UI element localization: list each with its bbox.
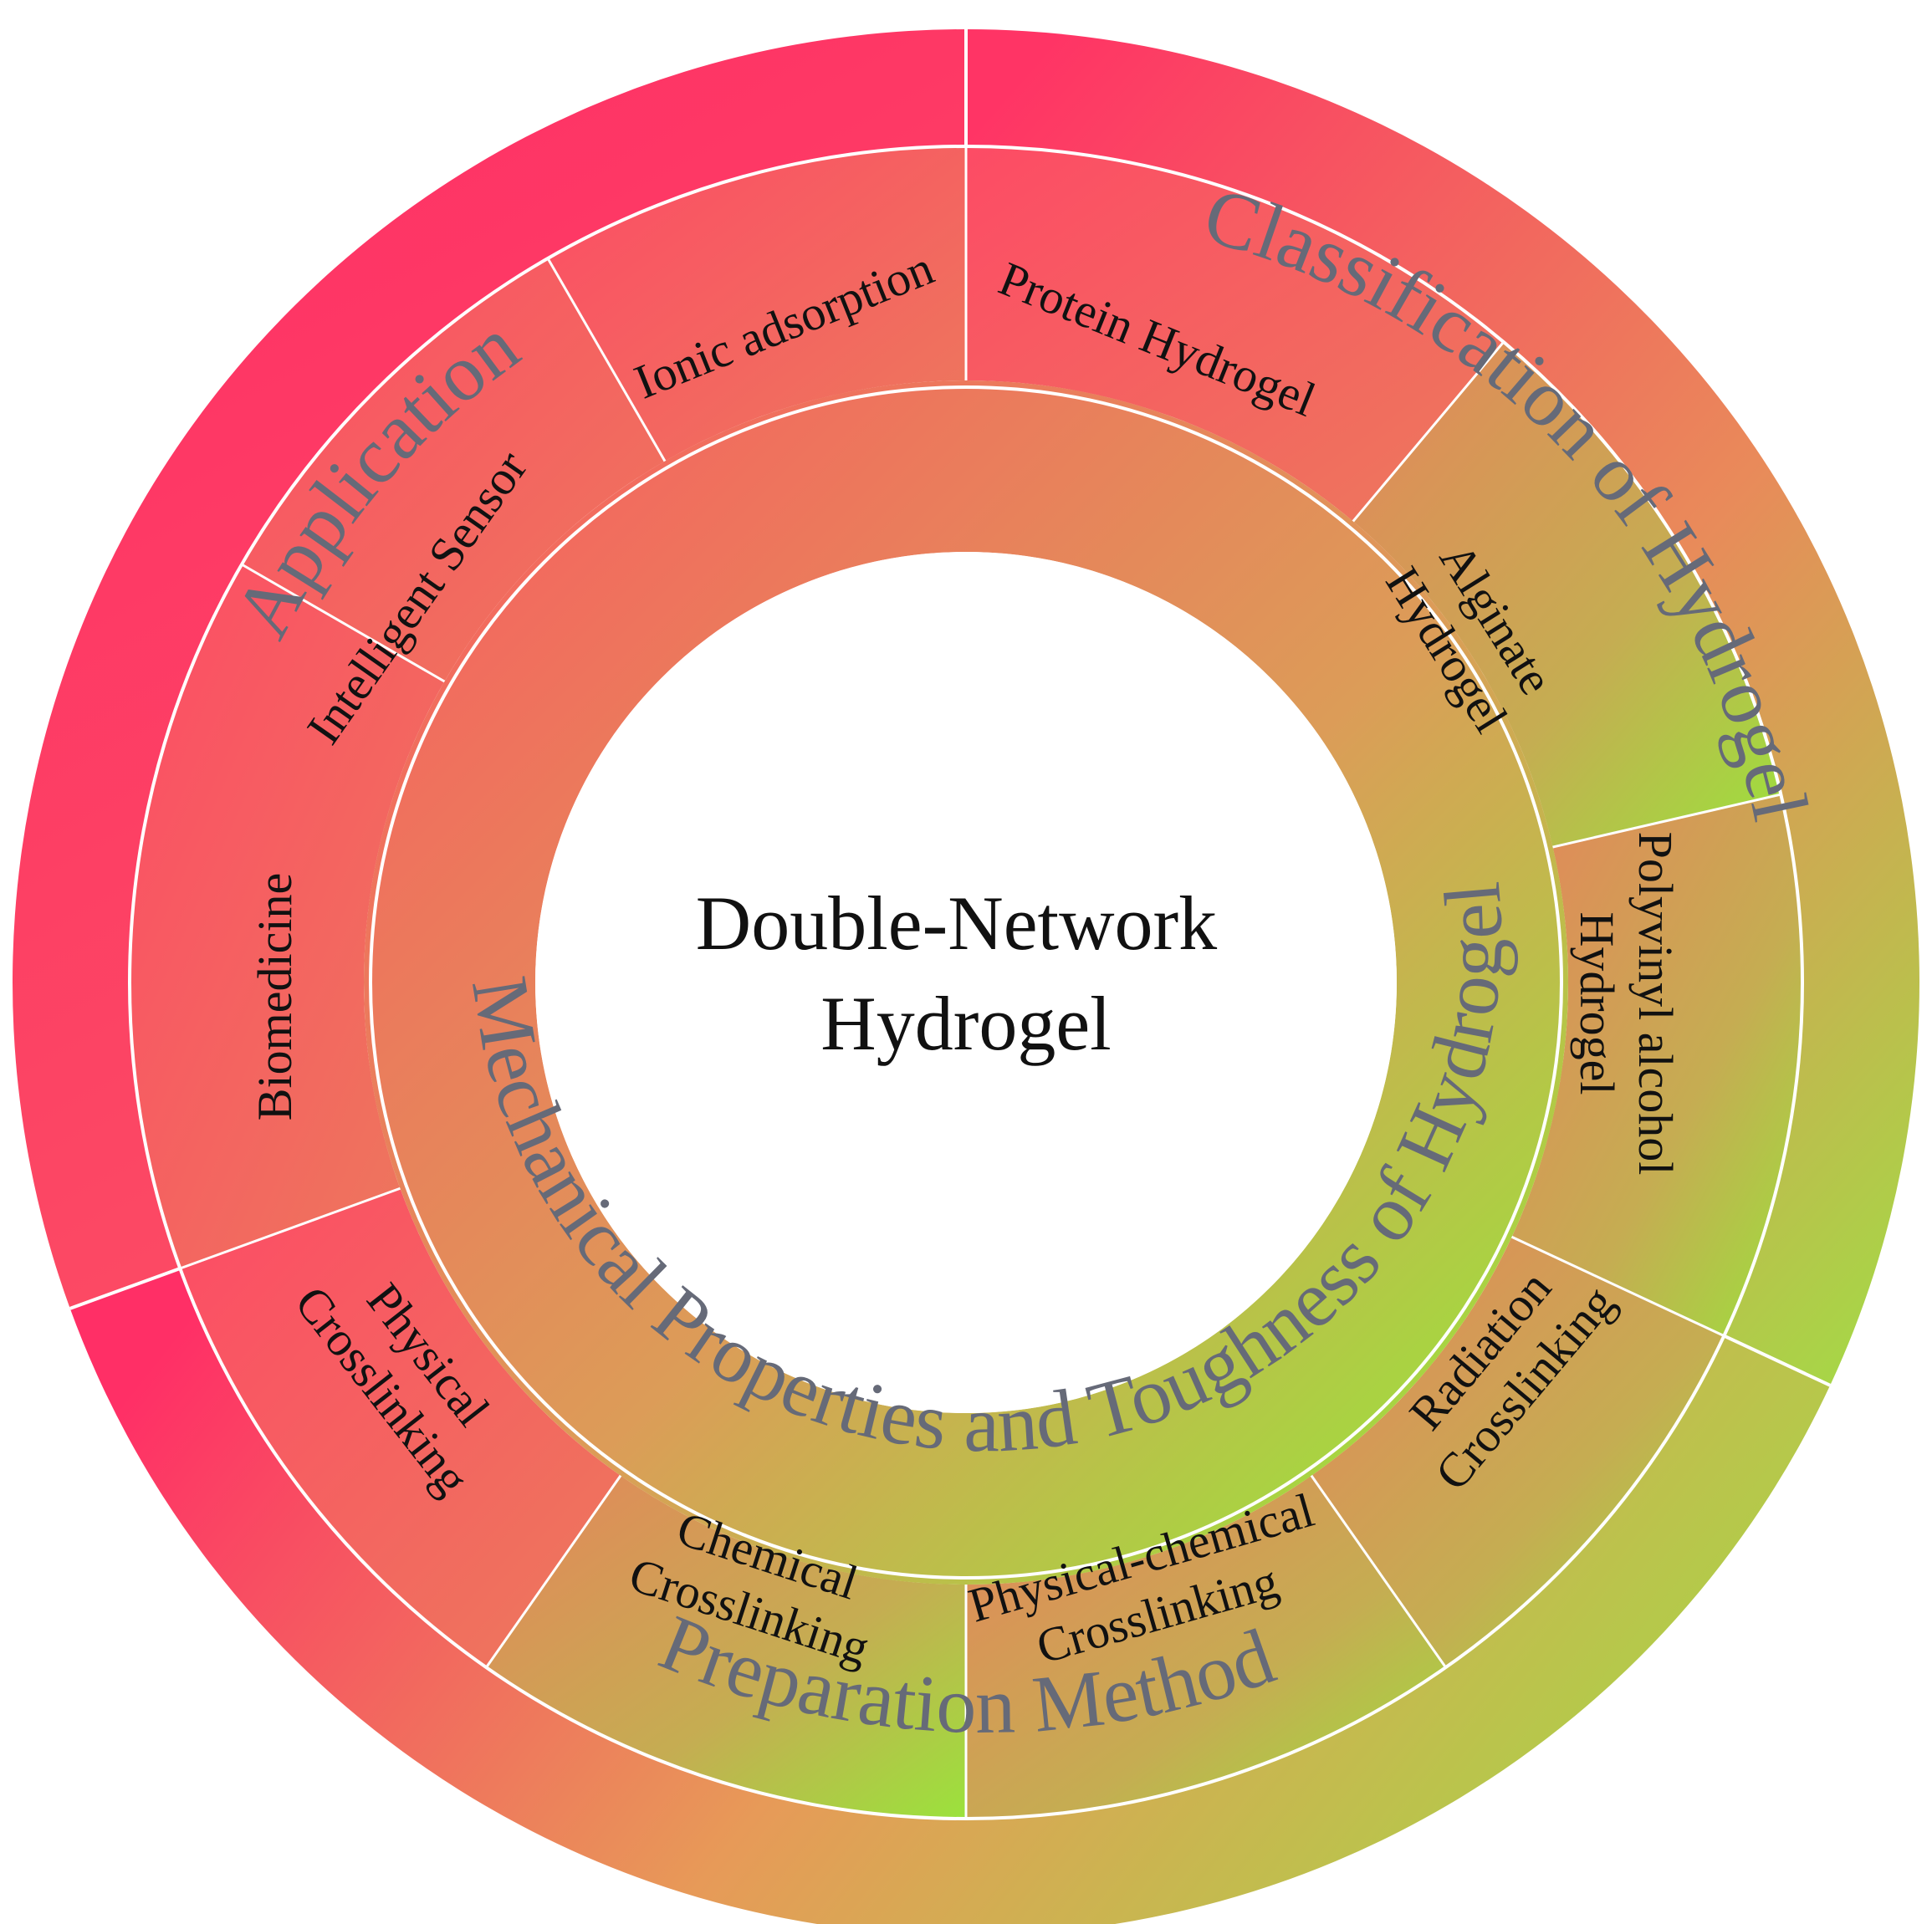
ring-dividers bbox=[69, 29, 1832, 1820]
divider-line bbox=[1723, 1334, 1832, 1387]
classification-sector bbox=[966, 29, 1920, 1386]
mechanical-properties-band bbox=[364, 380, 1568, 1585]
divider-line bbox=[1310, 1474, 1447, 1669]
preparation-sector bbox=[69, 1268, 1831, 1924]
physical-crosslinking-sector bbox=[180, 1188, 621, 1668]
divider-line bbox=[241, 563, 446, 683]
application-sector bbox=[12, 29, 966, 1309]
biomedicine-label-line: Biomedicine bbox=[248, 873, 302, 1120]
center-title: Double-Network Hydrogel bbox=[696, 880, 1236, 1066]
outer-category-ring bbox=[12, 29, 1920, 1924]
biomedicine-label: Biomedicine bbox=[248, 873, 302, 1120]
mechanical-properties-ring bbox=[364, 380, 1568, 1585]
physical-chemical-crosslinking-sector bbox=[966, 1475, 1446, 1819]
divider-line bbox=[546, 258, 667, 462]
protein-hydrogel-sector bbox=[966, 146, 1504, 522]
divider-line bbox=[1510, 1235, 1725, 1337]
divider-line bbox=[179, 1187, 401, 1270]
divider-line bbox=[1552, 793, 1781, 849]
divider-ring-inner bbox=[369, 385, 1563, 1580]
alginate-hydrogel-sector bbox=[1352, 341, 1781, 848]
pva-hydrogel-label-line: Polyvinyl alcohol bbox=[1628, 832, 1683, 1176]
pva-hydrogel-label-line: Hydrogel bbox=[1570, 911, 1624, 1095]
radiation-crosslinking-sector bbox=[1311, 1237, 1725, 1668]
ionic-adsorption-sector bbox=[548, 146, 966, 462]
divider-line bbox=[1352, 340, 1505, 523]
divider-line bbox=[69, 1267, 181, 1310]
biomedicine-sector bbox=[129, 564, 445, 1269]
chemical-crosslinking-sector bbox=[486, 1475, 966, 1819]
intelligent-sensor-sector bbox=[241, 258, 665, 681]
center-title-line-2: Hydrogel bbox=[820, 981, 1111, 1066]
center-disk bbox=[535, 552, 1397, 1413]
segment-ring bbox=[129, 146, 1802, 1819]
center-title-line-1: Double-Network bbox=[696, 880, 1217, 966]
divider-line bbox=[485, 1474, 622, 1669]
pva-hydrogel-label: Polyvinyl alcoholHydrogel bbox=[1570, 832, 1683, 1176]
pva-hydrogel-sector bbox=[1511, 794, 1802, 1336]
